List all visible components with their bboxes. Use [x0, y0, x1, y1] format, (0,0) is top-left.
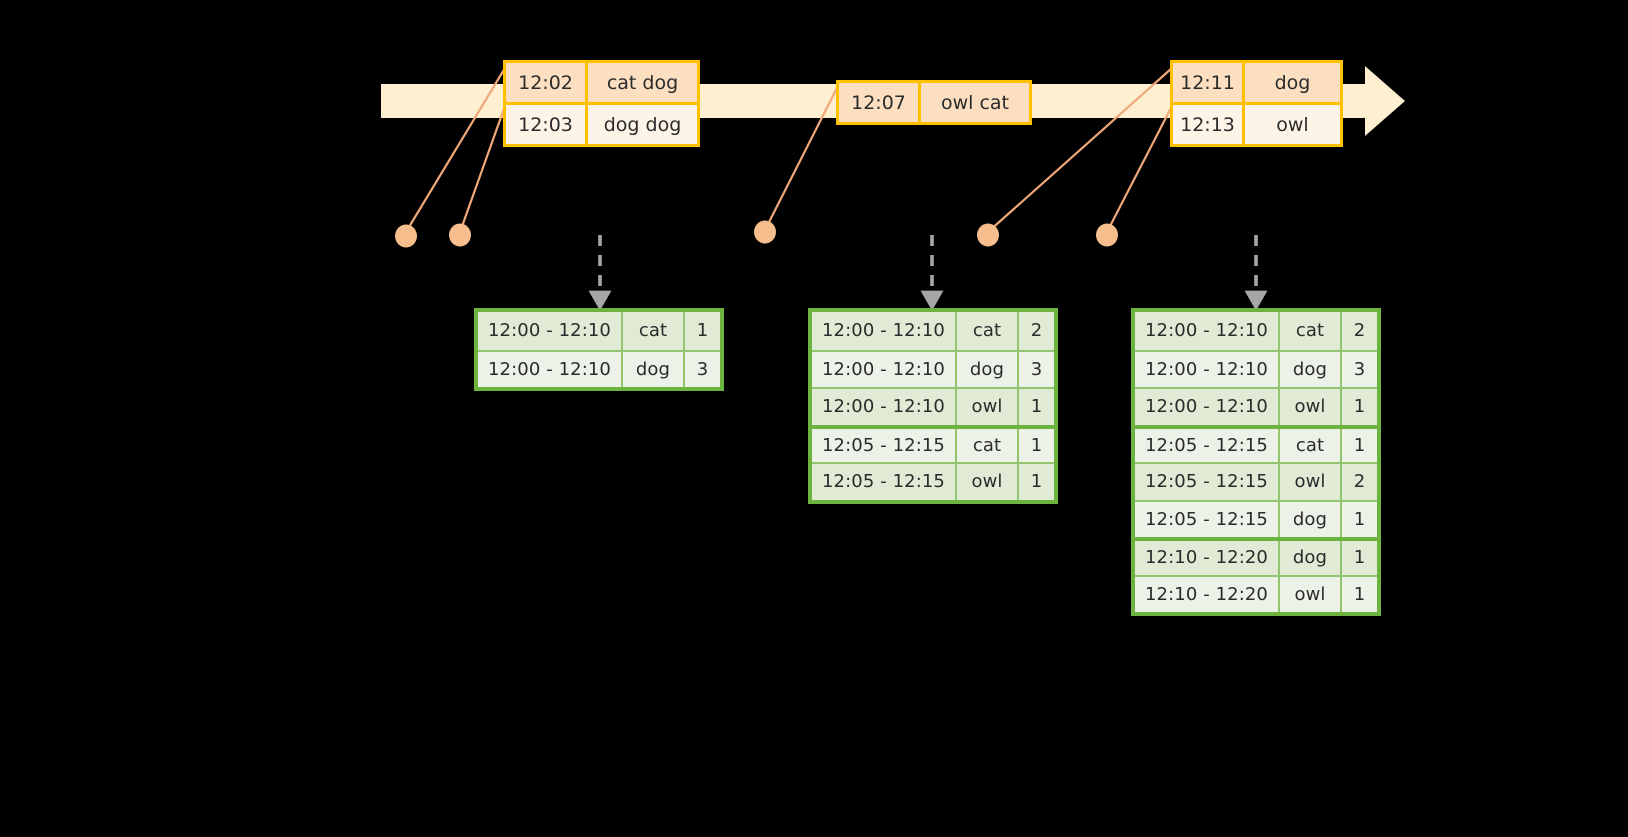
cell-window: 12:00 - 12:10	[478, 312, 623, 350]
event-row[interactable]: 12:11 dog	[1173, 63, 1340, 102]
connector-line-1	[405, 67, 506, 233]
connector-line-4	[987, 67, 1173, 233]
cell-window: 12:05 - 12:15	[1135, 464, 1280, 500]
event-time: 12:03	[506, 105, 588, 144]
event-dot-1	[395, 224, 417, 248]
event-time: 12:11	[1173, 63, 1245, 102]
event-dot-4	[977, 223, 999, 247]
event-group-1[interactable]: 12:02 cat dog 12:03 dog dog	[503, 60, 700, 147]
cell-count: 1	[1030, 471, 1043, 493]
cell-count: 3	[696, 358, 709, 380]
cell-window: 12:00 - 12:10	[812, 351, 957, 387]
cell-count: 1	[1353, 434, 1366, 456]
event-words: dog	[1274, 71, 1311, 94]
cell-window: 12:00 - 12:10	[478, 351, 623, 387]
cell-word: owl	[957, 464, 1019, 500]
cell-word: cat	[1280, 428, 1342, 462]
connector-lines	[405, 67, 1173, 233]
event-time: 12:02	[506, 63, 588, 102]
cell-count: 1	[1030, 396, 1043, 418]
event-dots	[395, 220, 1118, 248]
cell-word: dog	[1280, 501, 1342, 537]
cell-word: dog	[1280, 351, 1342, 387]
cell-word: owl	[1280, 464, 1342, 500]
event-dot-5	[1096, 223, 1118, 247]
cell-count: 2	[1353, 320, 1366, 342]
cell-count: 2	[1353, 471, 1366, 493]
cell-window: 12:00 - 12:10	[812, 312, 957, 350]
cell-count: 1	[1030, 434, 1043, 456]
cell-window: 12:10 - 12:20	[1135, 576, 1280, 612]
cell-window: 12:00 - 12:10	[1135, 312, 1280, 350]
cell-word: cat	[957, 312, 1019, 350]
cell-count: 1	[1353, 547, 1366, 569]
cell-word: cat	[957, 428, 1019, 462]
event-words: owl cat	[940, 91, 1010, 114]
cell-window: 12:05 - 12:15	[812, 428, 957, 462]
cell-word: owl	[957, 389, 1019, 425]
connector-line-2	[458, 105, 507, 233]
emit-arrows	[588, 235, 1268, 311]
event-words: cat dog	[606, 71, 679, 94]
cell-window: 12:05 - 12:15	[1135, 428, 1280, 462]
event-group-2[interactable]: 12:07 owl cat	[836, 80, 1032, 125]
cell-word: cat	[623, 312, 685, 350]
event-time: 12:13	[1173, 105, 1245, 144]
event-words: owl	[1276, 113, 1309, 136]
connector-line-5	[1106, 105, 1173, 233]
cell-word: dog	[1280, 541, 1342, 575]
event-row[interactable]: 12:03 dog dog	[506, 102, 697, 144]
cell-word: owl	[1280, 389, 1342, 425]
connector-line-3	[764, 85, 839, 231]
cell-word: cat	[1280, 312, 1342, 350]
event-row[interactable]: 12:13 owl	[1173, 102, 1340, 144]
event-row[interactable]: 12:07 owl cat	[839, 83, 1029, 122]
cell-count: 3	[1030, 358, 1043, 380]
event-row[interactable]: 12:02 cat dog	[506, 63, 697, 102]
cell-count: 2	[1030, 320, 1043, 342]
event-dot-3	[754, 220, 776, 244]
event-group-3[interactable]: 12:11 dog 12:13 owl	[1170, 60, 1343, 147]
cell-word: dog	[623, 351, 685, 387]
cell-count: 1	[1353, 396, 1366, 418]
cell-window: 12:00 - 12:10	[812, 389, 957, 425]
cell-word: owl	[1280, 576, 1342, 612]
cell-window: 12:05 - 12:15	[812, 464, 957, 500]
cell-count: 1	[1353, 583, 1366, 605]
cell-window: 12:00 - 12:10	[1135, 389, 1280, 425]
cell-window: 12:00 - 12:10	[1135, 351, 1280, 387]
event-words: dog dog	[603, 113, 682, 136]
cell-count: 1	[696, 320, 709, 342]
cell-word: dog	[957, 351, 1019, 387]
event-dot-2	[449, 223, 471, 247]
cell-count: 1	[1353, 508, 1366, 530]
cell-window: 12:10 - 12:20	[1135, 541, 1280, 575]
event-time: 12:07	[839, 83, 921, 122]
cell-count: 3	[1353, 358, 1366, 380]
cell-window: 12:05 - 12:15	[1135, 501, 1280, 537]
